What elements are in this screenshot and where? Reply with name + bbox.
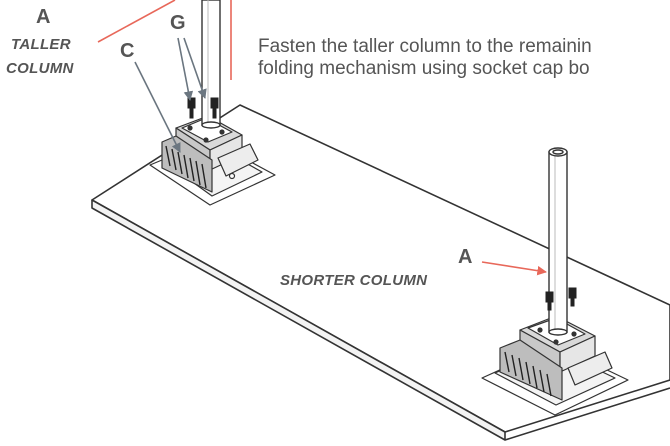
taller-column-label-line2: COLUMN (6, 60, 74, 77)
folding-mechanism-left (149, 115, 276, 206)
bolt-letter: G (170, 12, 186, 34)
taller-column (201, 0, 221, 129)
taller-column-callout (97, 0, 176, 43)
bolt-callout-1 (177, 37, 194, 101)
shorter-column-letter: A (458, 246, 473, 268)
instruction-line-1: Fasten the taller column to the remainin (258, 36, 592, 57)
shorter-column (548, 147, 568, 336)
socket-cap-bolts-right (545, 287, 577, 311)
mechanism-letter: C (120, 40, 135, 62)
shorter-column-label: SHORTER COLUMN (280, 272, 428, 289)
instruction-line-2: folding mechanism using socket cap bo (258, 58, 590, 79)
bolt-callout-2 (183, 37, 207, 99)
taller-column-label-line1: TALLER (11, 36, 71, 53)
mechanism-callout (134, 61, 181, 153)
taller-column-letter: A (36, 6, 51, 28)
shorter-column-callout (481, 261, 547, 276)
